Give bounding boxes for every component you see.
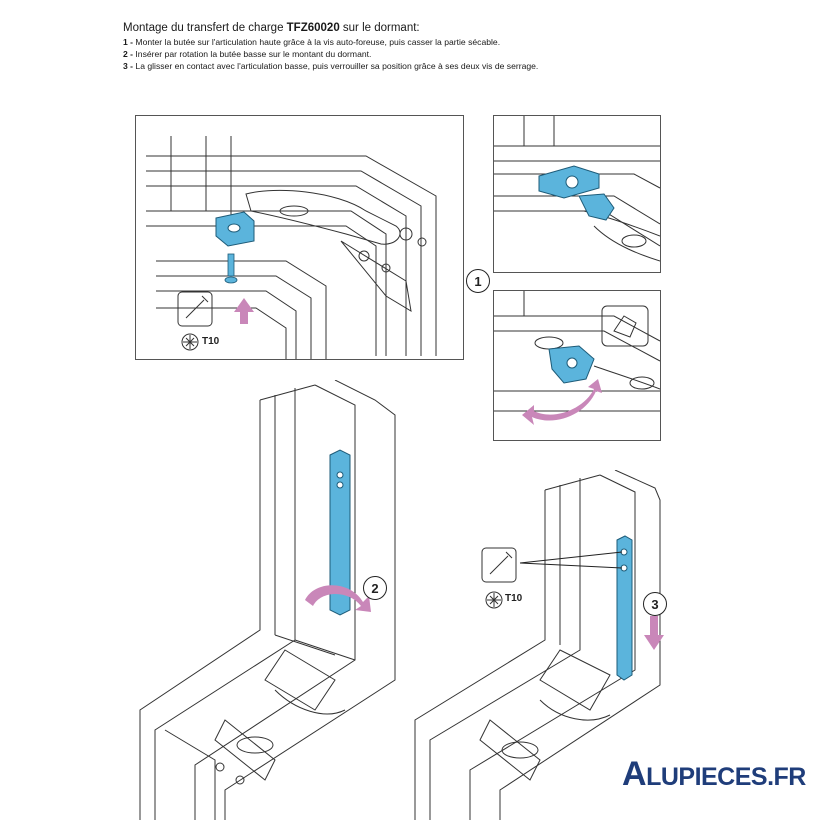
illustration-corner-step3	[414, 470, 664, 820]
pink-rotate-arrow-icon	[305, 585, 371, 612]
screwdriver-tool-icon	[177, 291, 213, 351]
alupieces-logo: ALUPIECES.FR	[622, 755, 806, 793]
instructions-title: Montage du transfert de charge TFZ60020 …	[123, 22, 420, 34]
detail-2-drawing	[494, 291, 660, 425]
step-3-badge: 3	[643, 592, 667, 616]
pink-rotate-arrow-icon	[522, 379, 602, 425]
blue-stop-part	[538, 165, 615, 221]
torx-label-top: T10	[202, 336, 220, 347]
illustration-top-hinge: T10	[135, 115, 464, 360]
blue-strip-part	[616, 535, 633, 681]
pink-arrow-down-icon	[644, 616, 664, 650]
blue-stop-part	[548, 345, 595, 384]
pink-arrow-up-icon	[234, 298, 254, 324]
illustration-corner-step2	[139, 380, 396, 820]
detail-1-drawing	[494, 116, 660, 262]
instruction-step-1: 1 - Monter la butée sur l'articulation h…	[123, 37, 501, 47]
blue-stop-part	[215, 211, 255, 247]
blue-strip-part	[329, 449, 351, 616]
product-ref: TFZ60020	[286, 22, 340, 34]
step-1-badge: 1	[466, 269, 490, 293]
illustration-detail-1	[493, 115, 661, 273]
torx-label-right: T10	[505, 593, 523, 604]
instruction-step-3: 3 - La glisser en contact avec l'articul…	[123, 61, 539, 71]
instruction-step-2: 2 - Insérer par rotation la butée basse …	[123, 49, 372, 59]
instructions-header: Montage du transfert de charge TFZ60020 …	[123, 20, 763, 72]
step-2-badge: 2	[363, 576, 387, 600]
illustration-detail-2	[493, 290, 661, 441]
top-hinge-drawing	[146, 136, 437, 359]
screwdriver-tool-icon	[481, 547, 517, 609]
screw-icon	[224, 253, 238, 284]
